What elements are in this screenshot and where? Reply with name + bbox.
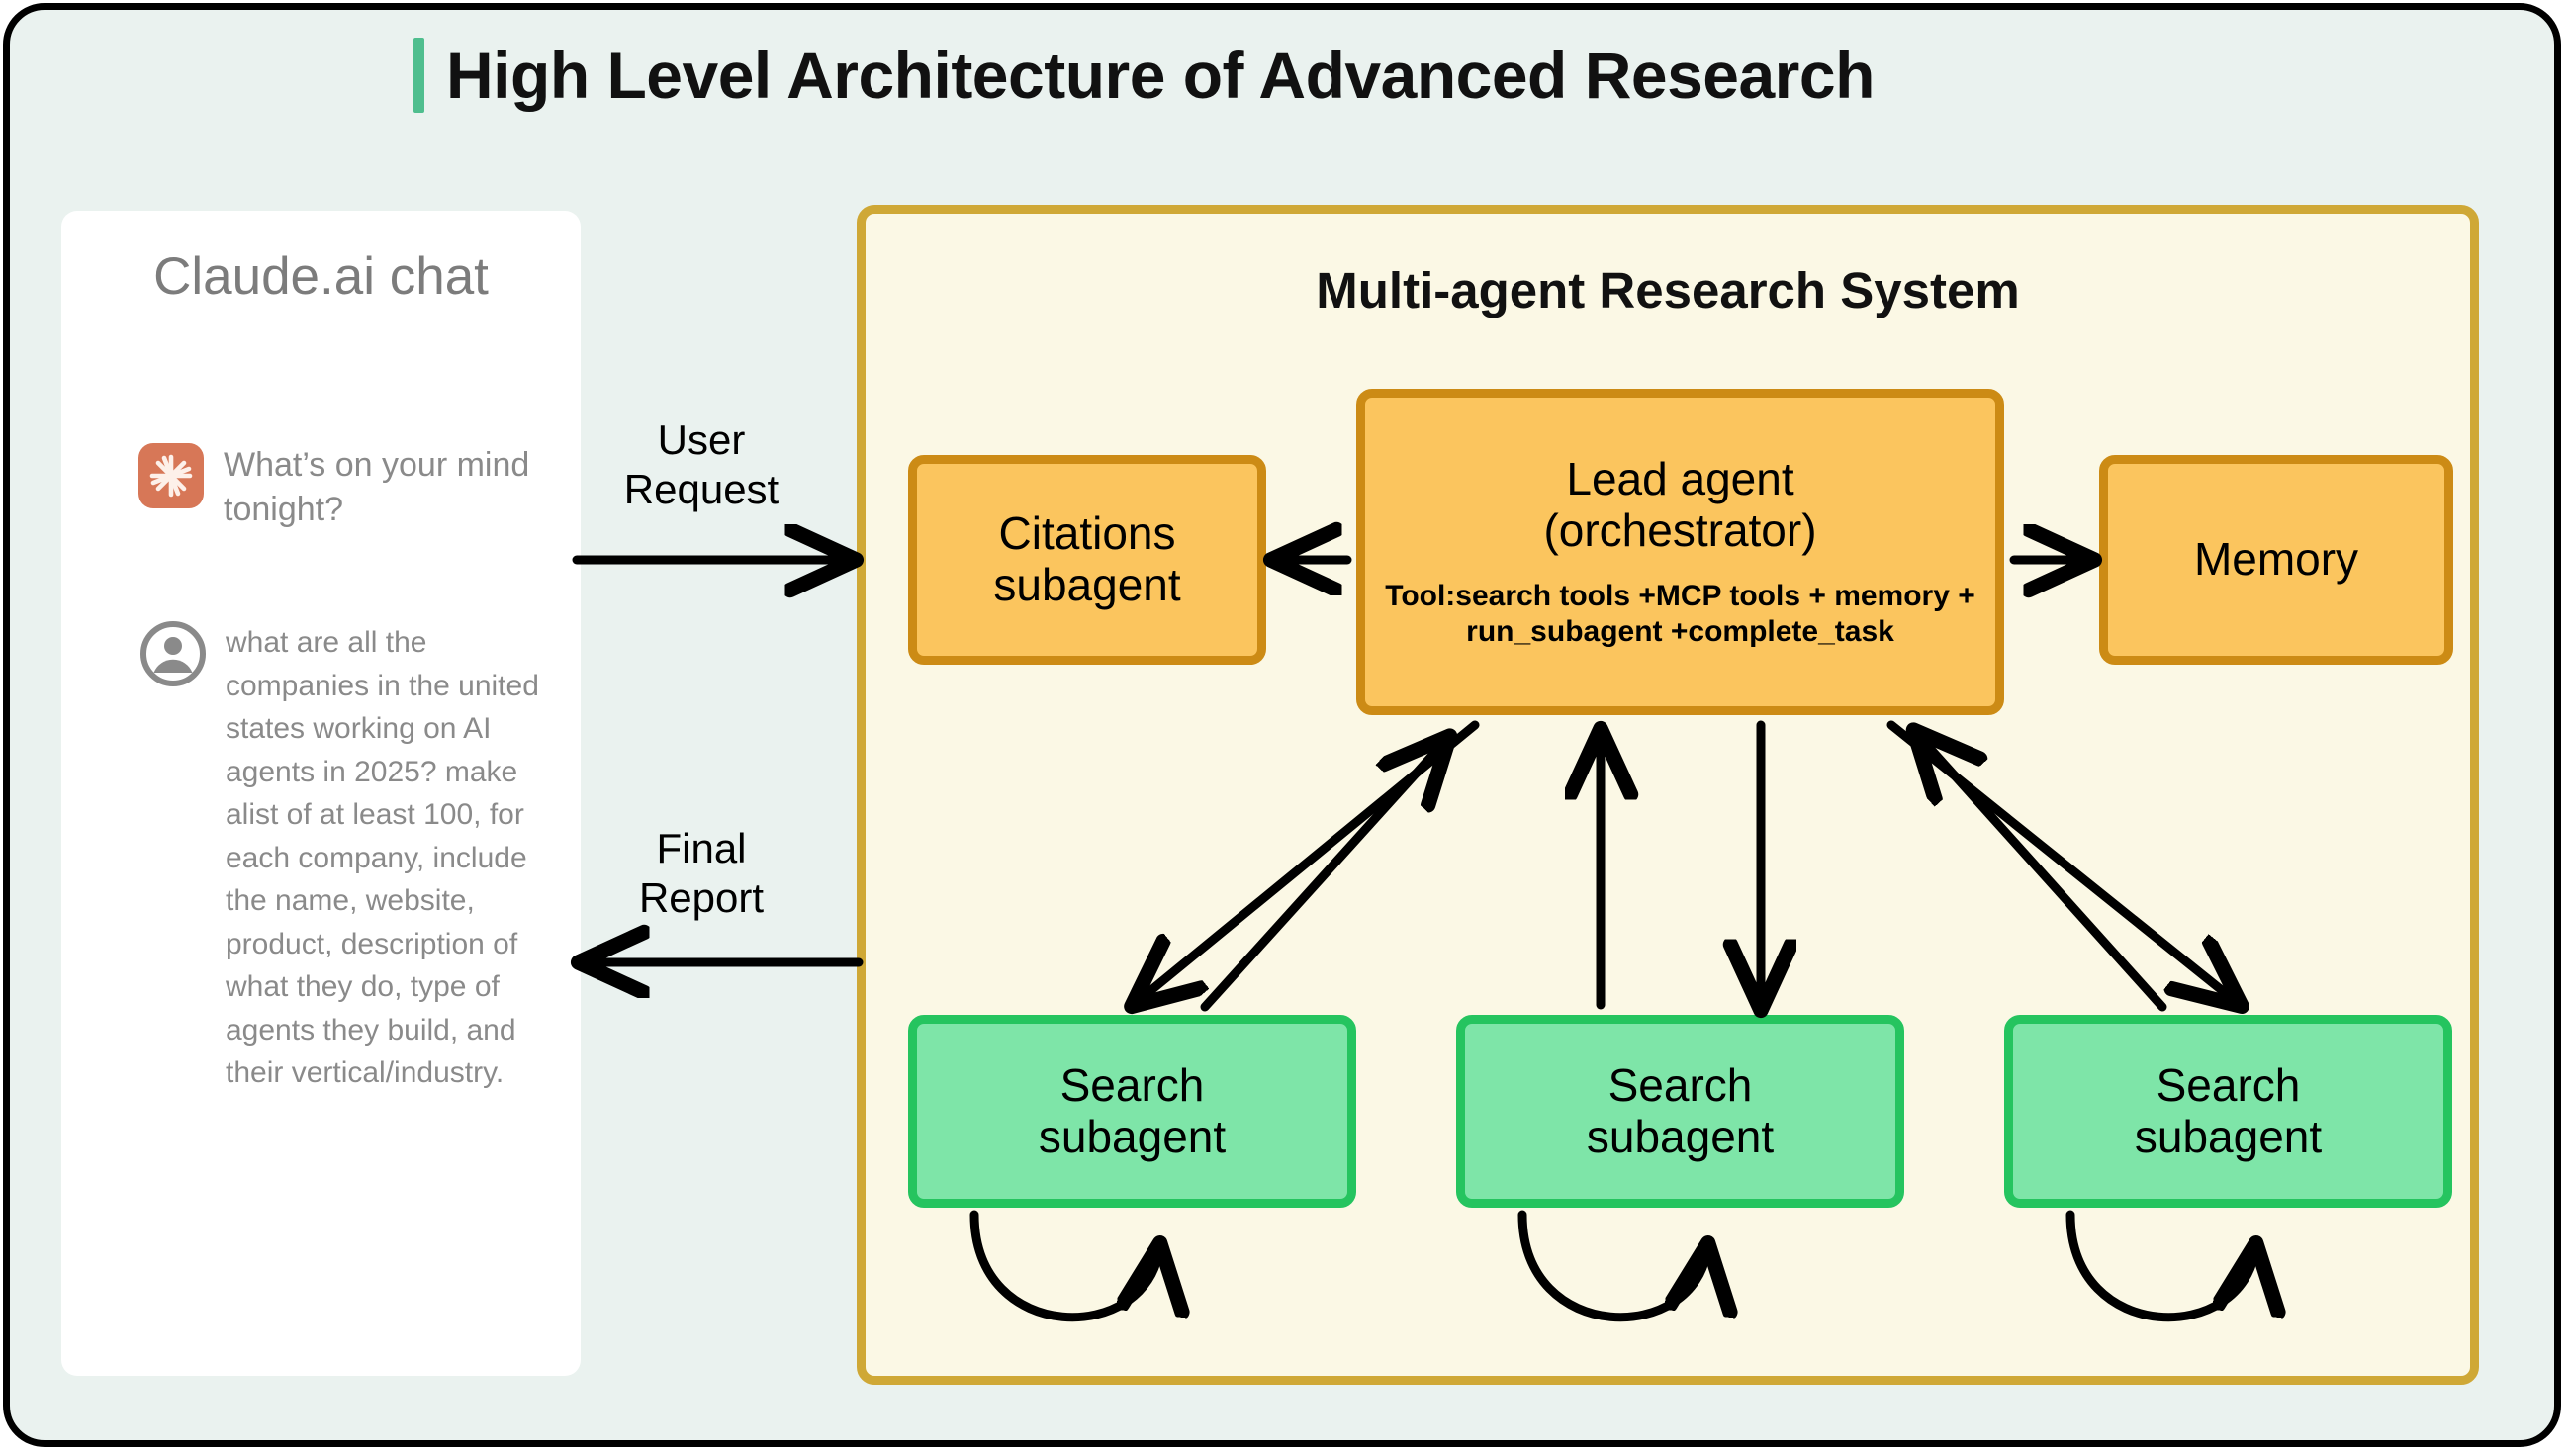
edge-label-final-report: Final Report — [638, 825, 765, 921]
chat-panel-title: Claude.ai chat — [153, 247, 489, 306]
page-title: High Level Architecture of Advanced Rese… — [413, 38, 1875, 113]
node-memory[interactable]: Memory — [2099, 455, 2453, 665]
chat-message-user: what are all the companies in the united… — [140, 621, 566, 1095]
user-message-text: what are all the companies in the united… — [226, 626, 539, 1089]
user-person-icon — [140, 621, 206, 686]
node-lead-agent-label: Lead agent(orchestrator) — [1543, 453, 1817, 556]
multi-agent-system-container: Multi-agent Research System — [857, 205, 2479, 1385]
page-title-text: High Level Architecture of Advanced Rese… — [446, 39, 1875, 112]
node-lead-agent-tools: Tool:search tools +MCP tools + memory + … — [1385, 579, 1975, 648]
system-container-title: Multi-agent Research System — [1316, 262, 2020, 318]
node-memory-label: Memory — [2193, 533, 2359, 586]
claude-chat-panel: Claude.ai chat — [61, 211, 581, 1376]
chat-message-assistant: What’s on your mind tonight? — [138, 443, 564, 532]
claude-sunburst-icon — [138, 443, 204, 508]
edge-label-user-request: User Request — [623, 416, 780, 512]
node-lead-agent[interactable]: Lead agent(orchestrator) Tool:search too… — [1356, 389, 2004, 715]
assistant-message-text: What’s on your mind tonight? — [224, 446, 530, 529]
title-accent-bar — [413, 38, 424, 113]
